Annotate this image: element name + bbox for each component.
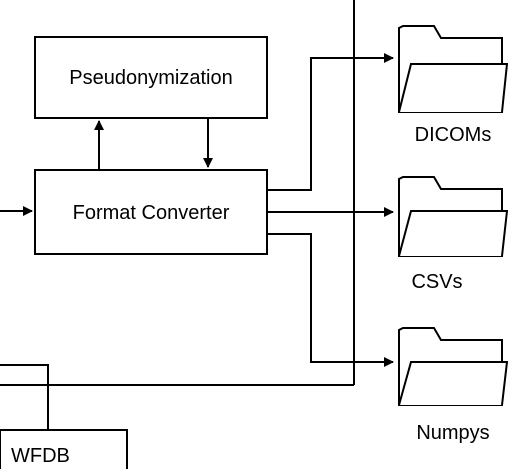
connector-to-wfdb [0, 364, 49, 430]
pseudonymization-box: Pseudonymization [34, 36, 268, 119]
format-converter-label: Format Converter [73, 202, 230, 224]
format-converter-box: Format Converter [34, 169, 268, 255]
folder-icon [398, 327, 508, 406]
numpys-label: Numpys [416, 422, 489, 444]
arrow-to-dicoms [267, 53, 394, 191]
folder-icon [398, 25, 508, 113]
wfdb-box: WFDB [0, 429, 128, 469]
folder-icon [398, 176, 508, 257]
pseudonymization-label: Pseudonymization [69, 67, 232, 89]
wfdb-label: WFDB [11, 445, 70, 467]
csvs-label: CSVs [411, 271, 462, 293]
dicoms-label: DICOMs [415, 124, 492, 146]
arrow-to-numpys [267, 233, 394, 367]
